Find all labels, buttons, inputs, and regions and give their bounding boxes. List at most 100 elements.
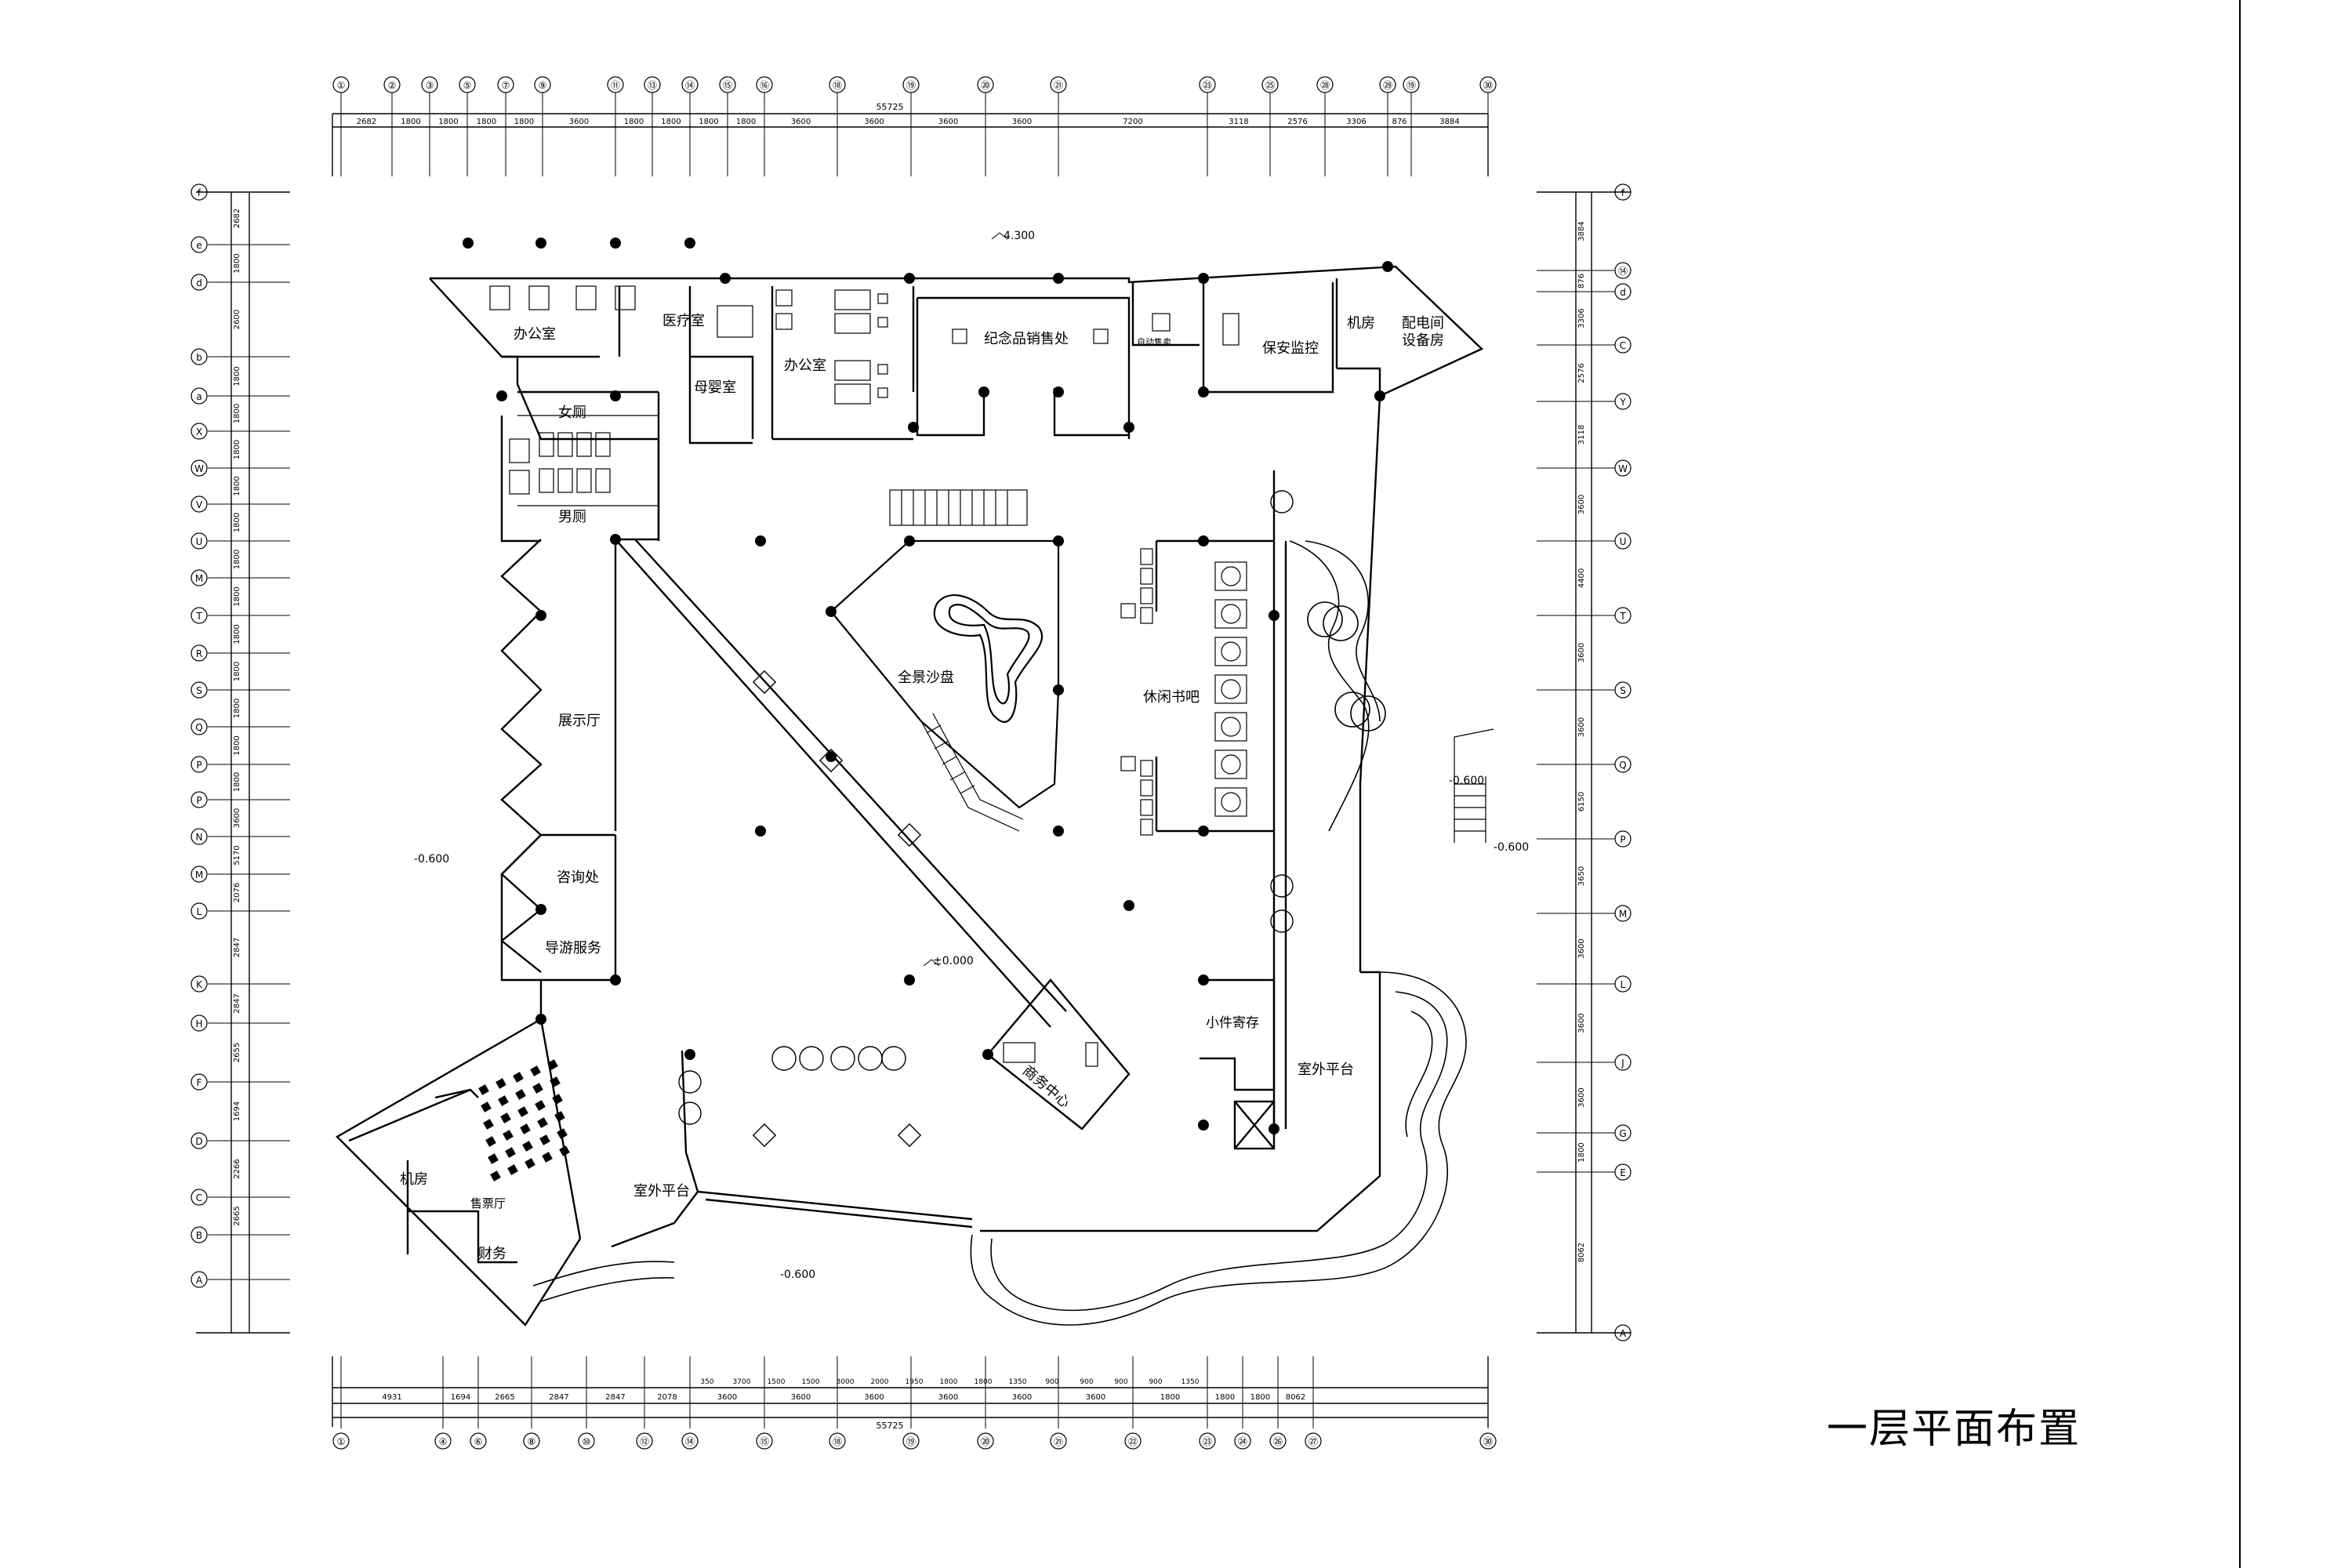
top-axis-label: ⑤ <box>463 80 472 91</box>
bottom-dimension-value-fine: 3700 <box>733 1378 751 1386</box>
left-axis-bubble <box>191 1014 208 1032</box>
top-axis-label: ⑲ <box>906 80 916 91</box>
room-office-1: 办公室 <box>514 326 556 343</box>
top-axis-label: ⑮ <box>723 80 732 91</box>
room-office-2: 办公室 <box>784 358 826 374</box>
ticket-hall-seat <box>532 1083 543 1094</box>
ticket-hall-seat <box>513 1072 524 1083</box>
right-dimension-value: 3306 <box>1577 308 1586 328</box>
right-axis-bubble <box>1614 1054 1632 1071</box>
left-axis-bubble <box>191 791 208 808</box>
left-axis-bubble <box>191 569 208 586</box>
ticket-hall-seat <box>507 1164 518 1175</box>
structural-column <box>1198 273 1209 284</box>
left-axis-bubble <box>191 459 208 477</box>
structural-column <box>904 975 915 985</box>
left-axis-bubble <box>191 644 208 662</box>
bottom-dimension-value-fine: 1950 <box>906 1378 924 1386</box>
bottom-dimension-value: 2847 <box>549 1393 568 1402</box>
column-group <box>463 238 1393 1134</box>
top-axis-label: ⑨ <box>539 80 547 91</box>
top-dimension-value: 3118 <box>1229 118 1248 126</box>
room-guide: 导游服务 <box>545 940 601 956</box>
left-axis-bubble <box>191 607 208 624</box>
structural-column <box>535 238 546 249</box>
bottom-dimension-value-fine: 1800 <box>975 1378 993 1386</box>
bottom-axis-label: ⑧ <box>528 1436 536 1447</box>
left-axis-label: D <box>195 1136 202 1147</box>
left-dimension-value: 2847 <box>233 938 241 957</box>
left-axis-label: a <box>196 391 201 402</box>
left-dimension-value: 1694 <box>233 1102 241 1121</box>
top-axis-label: ③ <box>426 80 434 91</box>
left-axis-bubble <box>191 1073 208 1091</box>
reading-table-chairs <box>1214 561 1247 591</box>
structural-column <box>684 238 695 249</box>
bottom-axis-bubble <box>434 1432 452 1450</box>
bottom-dimension-value-fine: 1500 <box>802 1378 820 1386</box>
left-axis-bubble <box>191 532 208 550</box>
right-axis-label: ⑭ <box>1618 266 1628 277</box>
structural-column <box>535 610 546 621</box>
bar-stool <box>1140 587 1153 604</box>
structural-column <box>1123 422 1134 433</box>
left-axis-group: fedbaXWVUMTRSQPPNMLKHFDCBA26821800260018… <box>191 183 290 1288</box>
left-axis-label: F <box>197 1077 202 1088</box>
bottom-dimension-value-fine: 900 <box>1045 1378 1058 1386</box>
bottom-axis-label: ⑮ <box>760 1436 769 1447</box>
right-axis-bubble <box>1614 830 1632 848</box>
bottom-dimension-value-fine: 1500 <box>768 1378 786 1386</box>
structural-column <box>1374 390 1385 401</box>
right-axis-bubble <box>1614 1163 1632 1181</box>
structural-column <box>535 1014 546 1025</box>
bottom-axis-bubble <box>1305 1432 1322 1450</box>
structural-column <box>1269 1123 1279 1134</box>
ticket-hall-seat <box>488 1153 499 1164</box>
ticket-hall-seat <box>542 1152 553 1163</box>
room-medical: 医疗室 <box>662 313 705 329</box>
left-axis-label: P <box>196 795 201 806</box>
room-security: 保安监控 <box>1262 340 1319 357</box>
ticket-hall-seat <box>485 1136 496 1147</box>
left-dimension-value: 2655 <box>233 1043 241 1062</box>
left-dimension-value: 5170 <box>233 845 241 865</box>
ticket-hall-seat <box>500 1112 511 1123</box>
right-dimension-value: 8062 <box>1577 1243 1586 1262</box>
right-axis-bubble <box>1614 283 1632 300</box>
room-consult: 咨询处 <box>557 869 599 886</box>
structural-column <box>1198 975 1209 985</box>
display-pedestal <box>1120 756 1136 771</box>
top-dimension-value: 1800 <box>438 118 458 126</box>
right-dimension-value: 3118 <box>1577 425 1586 445</box>
top-axis-label: ⑱ <box>833 80 842 91</box>
left-dimension-value: 2665 <box>233 1206 241 1225</box>
top-axis-label: ⑳ <box>981 80 990 91</box>
left-axis-bubble <box>191 1271 208 1288</box>
room-women-wc: 女厕 <box>558 405 586 421</box>
top-dimension-value: 1800 <box>736 118 756 126</box>
ticket-hall-seat <box>552 1094 563 1105</box>
top-axis-label: ㉘ <box>1320 80 1330 91</box>
right-dimension-value: 876 <box>1577 274 1586 289</box>
structural-column <box>1198 387 1209 397</box>
structural-column <box>982 1049 993 1060</box>
right-axis-bubble <box>1614 183 1632 201</box>
left-axis-label: R <box>196 648 202 659</box>
top-dimension-value: 2576 <box>1287 118 1307 126</box>
left-dimension-value: 1800 <box>233 476 241 495</box>
left-dimension-value: 1800 <box>233 662 241 681</box>
right-axis-bubble <box>1614 607 1632 624</box>
bottom-axis-bubble <box>1479 1432 1497 1450</box>
left-axis-label: C <box>196 1192 202 1203</box>
reading-table-chairs <box>1214 599 1247 629</box>
left-axis-label: V <box>196 499 203 510</box>
right-axis-label: C <box>1620 340 1626 351</box>
elevation-outside-left: -0.600 <box>414 853 449 866</box>
bar-stool <box>1140 607 1153 624</box>
structural-column <box>610 238 621 249</box>
left-axis-bubble <box>191 495 208 513</box>
left-axis-label: S <box>196 685 202 696</box>
ticket-hall-seat <box>539 1134 550 1145</box>
bottom-axis-label: ㉗ <box>1308 1436 1318 1447</box>
